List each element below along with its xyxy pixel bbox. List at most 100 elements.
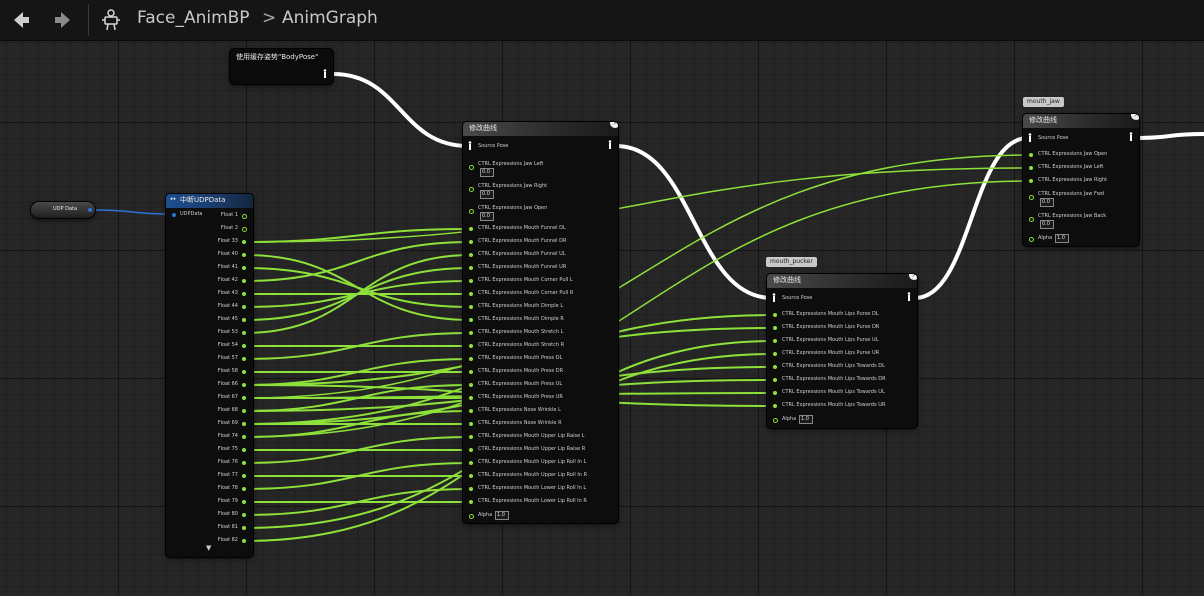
float-in-pin[interactable] xyxy=(469,187,474,192)
float-in-pin[interactable] xyxy=(1029,153,1033,157)
float-in-pin[interactable] xyxy=(773,326,777,330)
float-in-pin[interactable] xyxy=(469,422,473,426)
float-out-pin[interactable] xyxy=(242,370,246,374)
float-in-pin[interactable] xyxy=(1029,217,1034,222)
float-out-pin[interactable] xyxy=(242,227,247,232)
float-out-pin[interactable] xyxy=(242,266,246,270)
float-out-pin[interactable] xyxy=(242,435,246,439)
float-wire[interactable] xyxy=(243,436,472,464)
float-out-pin[interactable] xyxy=(242,279,246,283)
float-in-pin[interactable] xyxy=(469,474,473,478)
float-in-pin[interactable] xyxy=(469,305,473,309)
pose-pin-icon[interactable] xyxy=(468,141,472,150)
blueprint-button[interactable] xyxy=(96,6,126,34)
float-out-pin[interactable] xyxy=(242,448,246,452)
float-out-pin[interactable] xyxy=(242,383,246,387)
pin-value-box[interactable]: 0.0 xyxy=(1040,220,1054,229)
float-wire[interactable] xyxy=(243,241,472,282)
float-in-pin[interactable] xyxy=(469,383,473,387)
float-in-pin[interactable] xyxy=(773,404,777,408)
float-in-pin[interactable] xyxy=(773,378,777,382)
float-out-pin[interactable] xyxy=(242,305,246,309)
cached-pose-node[interactable]: 使用缓存姿势"BodyPose" xyxy=(230,49,333,84)
pose-wire[interactable] xyxy=(914,136,1029,300)
alpha-pin[interactable] xyxy=(773,418,778,423)
float-out-pin[interactable] xyxy=(242,292,246,296)
float-out-pin[interactable] xyxy=(242,539,246,543)
float-in-pin[interactable] xyxy=(469,370,473,374)
float-in-pin[interactable] xyxy=(773,391,777,395)
float-out-pin[interactable] xyxy=(242,214,247,219)
float-out-pin[interactable] xyxy=(242,409,246,413)
float-in-pin[interactable] xyxy=(469,240,473,244)
udp-data-variable[interactable]: UDP Data xyxy=(31,202,95,218)
float-in-pin[interactable] xyxy=(469,448,473,452)
float-out-pin[interactable] xyxy=(242,526,246,530)
float-in-pin[interactable] xyxy=(773,339,777,343)
float-in-pin[interactable] xyxy=(469,266,473,270)
float-in-pin[interactable] xyxy=(469,279,473,283)
forward-button[interactable] xyxy=(48,6,78,34)
float-in-pin[interactable] xyxy=(773,365,777,369)
back-button[interactable] xyxy=(6,6,36,34)
pin-value-box[interactable]: 0.0 xyxy=(480,168,494,177)
float-in-pin[interactable] xyxy=(469,331,473,335)
float-wire[interactable] xyxy=(243,167,1032,243)
alpha-pin[interactable] xyxy=(1029,237,1034,242)
pose-pin-icon[interactable] xyxy=(323,69,327,78)
breadcrumb-blueprint[interactable]: Face_AnimBP xyxy=(137,8,250,28)
pose-pin-icon[interactable] xyxy=(1129,132,1133,141)
float-wire[interactable] xyxy=(243,488,472,516)
float-in-pin[interactable] xyxy=(469,292,473,296)
float-out-pin[interactable] xyxy=(242,461,246,465)
float-out-pin[interactable] xyxy=(242,396,246,400)
float-in-pin[interactable] xyxy=(469,227,473,231)
struct-wire[interactable] xyxy=(94,209,171,215)
pose-wire[interactable] xyxy=(1134,132,1204,140)
float-in-pin[interactable] xyxy=(469,461,473,465)
float-in-pin[interactable] xyxy=(469,500,473,504)
float-in-pin[interactable] xyxy=(469,409,473,413)
udp-data-out-pin[interactable] xyxy=(88,208,92,212)
float-wire[interactable] xyxy=(243,462,472,490)
float-out-pin[interactable] xyxy=(242,344,246,348)
float-in-pin[interactable] xyxy=(469,165,474,170)
float-out-pin[interactable] xyxy=(242,357,246,361)
float-in-pin[interactable] xyxy=(469,318,473,322)
pin-value-box[interactable]: 1.0 xyxy=(799,415,813,424)
expand-arrow-icon[interactable]: ▼ xyxy=(206,544,212,552)
float-wire[interactable] xyxy=(243,267,472,308)
float-in-pin[interactable] xyxy=(773,352,777,356)
float-in-pin[interactable] xyxy=(469,209,474,214)
float-in-pin[interactable] xyxy=(1029,166,1033,170)
float-wire[interactable] xyxy=(243,332,472,360)
float-wire[interactable] xyxy=(243,154,1032,399)
float-in-pin[interactable] xyxy=(1029,195,1034,200)
float-out-pin[interactable] xyxy=(242,487,246,491)
pin-value-box[interactable]: 1.0 xyxy=(495,511,509,520)
pin-value-box[interactable]: 0.0 xyxy=(480,190,494,199)
pin-value-box[interactable]: 1.0 xyxy=(1055,234,1069,243)
float-out-pin[interactable] xyxy=(242,331,246,335)
float-out-pin[interactable] xyxy=(242,240,246,244)
float-out-pin[interactable] xyxy=(242,318,246,322)
pose-wire[interactable] xyxy=(615,144,773,300)
breadcrumb-graph[interactable]: AnimGraph xyxy=(282,8,378,28)
float-wire[interactable] xyxy=(243,180,1032,438)
float-out-pin[interactable] xyxy=(242,422,246,426)
pin-value-box[interactable]: 0.0 xyxy=(480,212,494,221)
float-in-pin[interactable] xyxy=(469,396,473,400)
pose-pin-icon[interactable] xyxy=(608,140,612,149)
float-in-pin[interactable] xyxy=(773,313,777,317)
float-in-pin[interactable] xyxy=(469,487,473,491)
udpdata-in-pin[interactable] xyxy=(172,213,176,217)
pin-value-box[interactable]: 0.0 xyxy=(1040,198,1054,207)
float-out-pin[interactable] xyxy=(242,513,246,517)
float-out-pin[interactable] xyxy=(242,500,246,504)
float-in-pin[interactable] xyxy=(469,357,473,361)
float-in-pin[interactable] xyxy=(1029,179,1033,183)
